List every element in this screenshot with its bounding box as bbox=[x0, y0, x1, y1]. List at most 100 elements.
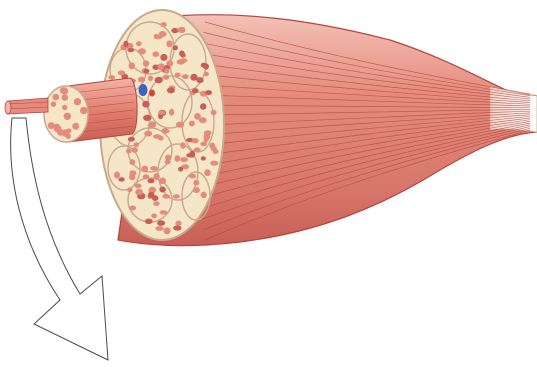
fiber-dot bbox=[153, 134, 161, 139]
fiber-dot bbox=[171, 28, 178, 33]
fiber-dot bbox=[136, 41, 142, 46]
fiber-dot bbox=[192, 138, 199, 143]
fiber-dot bbox=[173, 194, 180, 198]
fiber-dot bbox=[204, 72, 209, 77]
fiber-dot bbox=[177, 59, 185, 64]
fiber-dot bbox=[194, 147, 201, 152]
fiber-dot bbox=[196, 77, 203, 83]
fiber-dot bbox=[142, 101, 149, 108]
fiber-dot bbox=[138, 48, 146, 54]
fiber-dot bbox=[163, 227, 170, 234]
fascicle-fiber-dot bbox=[48, 122, 55, 129]
fascicle-fiber-dot bbox=[62, 94, 69, 101]
fiber-dot bbox=[155, 77, 163, 84]
fiber-dot bbox=[166, 40, 172, 47]
fiber-dot bbox=[123, 41, 128, 48]
fiber-dot bbox=[155, 226, 163, 231]
fiber-dot bbox=[151, 213, 157, 218]
fiber-dot bbox=[204, 169, 210, 176]
fiber-dot bbox=[145, 219, 153, 225]
fiber-dot bbox=[178, 167, 183, 172]
fiber-dot bbox=[160, 54, 167, 61]
fiber-dot bbox=[199, 117, 207, 123]
fascicle-fiber-dot bbox=[51, 101, 57, 107]
fiber-dot bbox=[143, 69, 149, 74]
fiber-dot bbox=[164, 68, 170, 74]
fiber-dot bbox=[173, 45, 178, 50]
fiber-dot bbox=[148, 76, 153, 82]
fiber-dot bbox=[182, 74, 189, 79]
fiber-dot bbox=[135, 189, 143, 196]
fiber-dot bbox=[158, 111, 165, 115]
fiber-dot bbox=[189, 151, 195, 158]
fiber-dot bbox=[211, 110, 217, 116]
fiber-dot bbox=[193, 187, 200, 193]
fiber-dot bbox=[129, 170, 136, 176]
fiber-dot bbox=[204, 130, 212, 135]
fascicle-fiber-dot bbox=[54, 125, 61, 132]
fiber-dot bbox=[150, 166, 158, 171]
fiber-dot bbox=[131, 147, 138, 153]
fiber-dot bbox=[156, 35, 163, 39]
fascicle-fiber-dot bbox=[74, 98, 81, 105]
fiber-dot bbox=[210, 143, 216, 149]
fascicle-fiber-dot bbox=[62, 105, 67, 110]
fiber-dot bbox=[143, 60, 149, 66]
fiber-dot bbox=[147, 179, 154, 184]
fascicle-fiber-dot bbox=[80, 107, 87, 114]
fiber-dot bbox=[129, 206, 136, 211]
fiber-dot bbox=[127, 48, 134, 52]
fiber-dot bbox=[180, 142, 185, 149]
fiber-dot bbox=[127, 187, 133, 192]
fiber-dot bbox=[167, 87, 175, 93]
fiber-dot bbox=[201, 156, 206, 160]
fascicle-fiber-dot bbox=[72, 123, 79, 130]
muscle-fiber bbox=[5, 98, 48, 114]
zoom-arrow bbox=[11, 118, 108, 360]
fiber-dot bbox=[174, 73, 180, 78]
fiber-dot bbox=[159, 210, 167, 214]
fiber-dot bbox=[205, 90, 212, 95]
fiber-dot bbox=[165, 155, 171, 162]
fiber-dot bbox=[192, 88, 198, 93]
fiber-dot bbox=[200, 142, 207, 147]
fiber-dot bbox=[144, 131, 152, 137]
fascicle bbox=[44, 78, 137, 142]
fiber-dot bbox=[159, 187, 166, 193]
fiber-dot bbox=[200, 103, 206, 110]
fiber-dot bbox=[189, 174, 196, 179]
fiber-dot bbox=[134, 142, 139, 147]
fiber-dot bbox=[193, 180, 199, 186]
fiber-dot bbox=[180, 53, 185, 58]
fascicle-fiber-dot bbox=[53, 94, 60, 101]
fiber-dot bbox=[148, 123, 155, 128]
fiber-dot bbox=[141, 166, 148, 173]
fiber-dot bbox=[108, 75, 115, 80]
fiber-dot bbox=[129, 62, 136, 69]
fiber-dot bbox=[176, 122, 184, 128]
fiber-dot bbox=[148, 192, 155, 198]
fiber-dot bbox=[118, 70, 125, 75]
fiber-dot bbox=[169, 109, 174, 116]
fiber-dot bbox=[213, 149, 219, 154]
fiber-dot bbox=[153, 201, 160, 206]
fiber-dot bbox=[163, 75, 169, 80]
fiber-dot bbox=[189, 121, 195, 127]
fiber-dot bbox=[159, 178, 166, 185]
fiber-dot bbox=[162, 194, 170, 199]
fiber-dot bbox=[128, 137, 135, 142]
fiber-dot bbox=[178, 27, 186, 33]
fascicle-fiber-dot bbox=[64, 113, 71, 120]
fiber-dot bbox=[154, 173, 160, 180]
fiber-dot bbox=[201, 192, 207, 199]
fascicle-fiber-dot bbox=[61, 87, 68, 94]
fiber-dot bbox=[114, 172, 120, 179]
fiber-dot bbox=[143, 174, 150, 179]
fiber-dot bbox=[174, 155, 180, 162]
fiber-dot bbox=[175, 221, 181, 227]
fiber-dot bbox=[143, 115, 151, 121]
fiber-dot bbox=[152, 51, 159, 57]
fiber-dot bbox=[173, 225, 181, 230]
